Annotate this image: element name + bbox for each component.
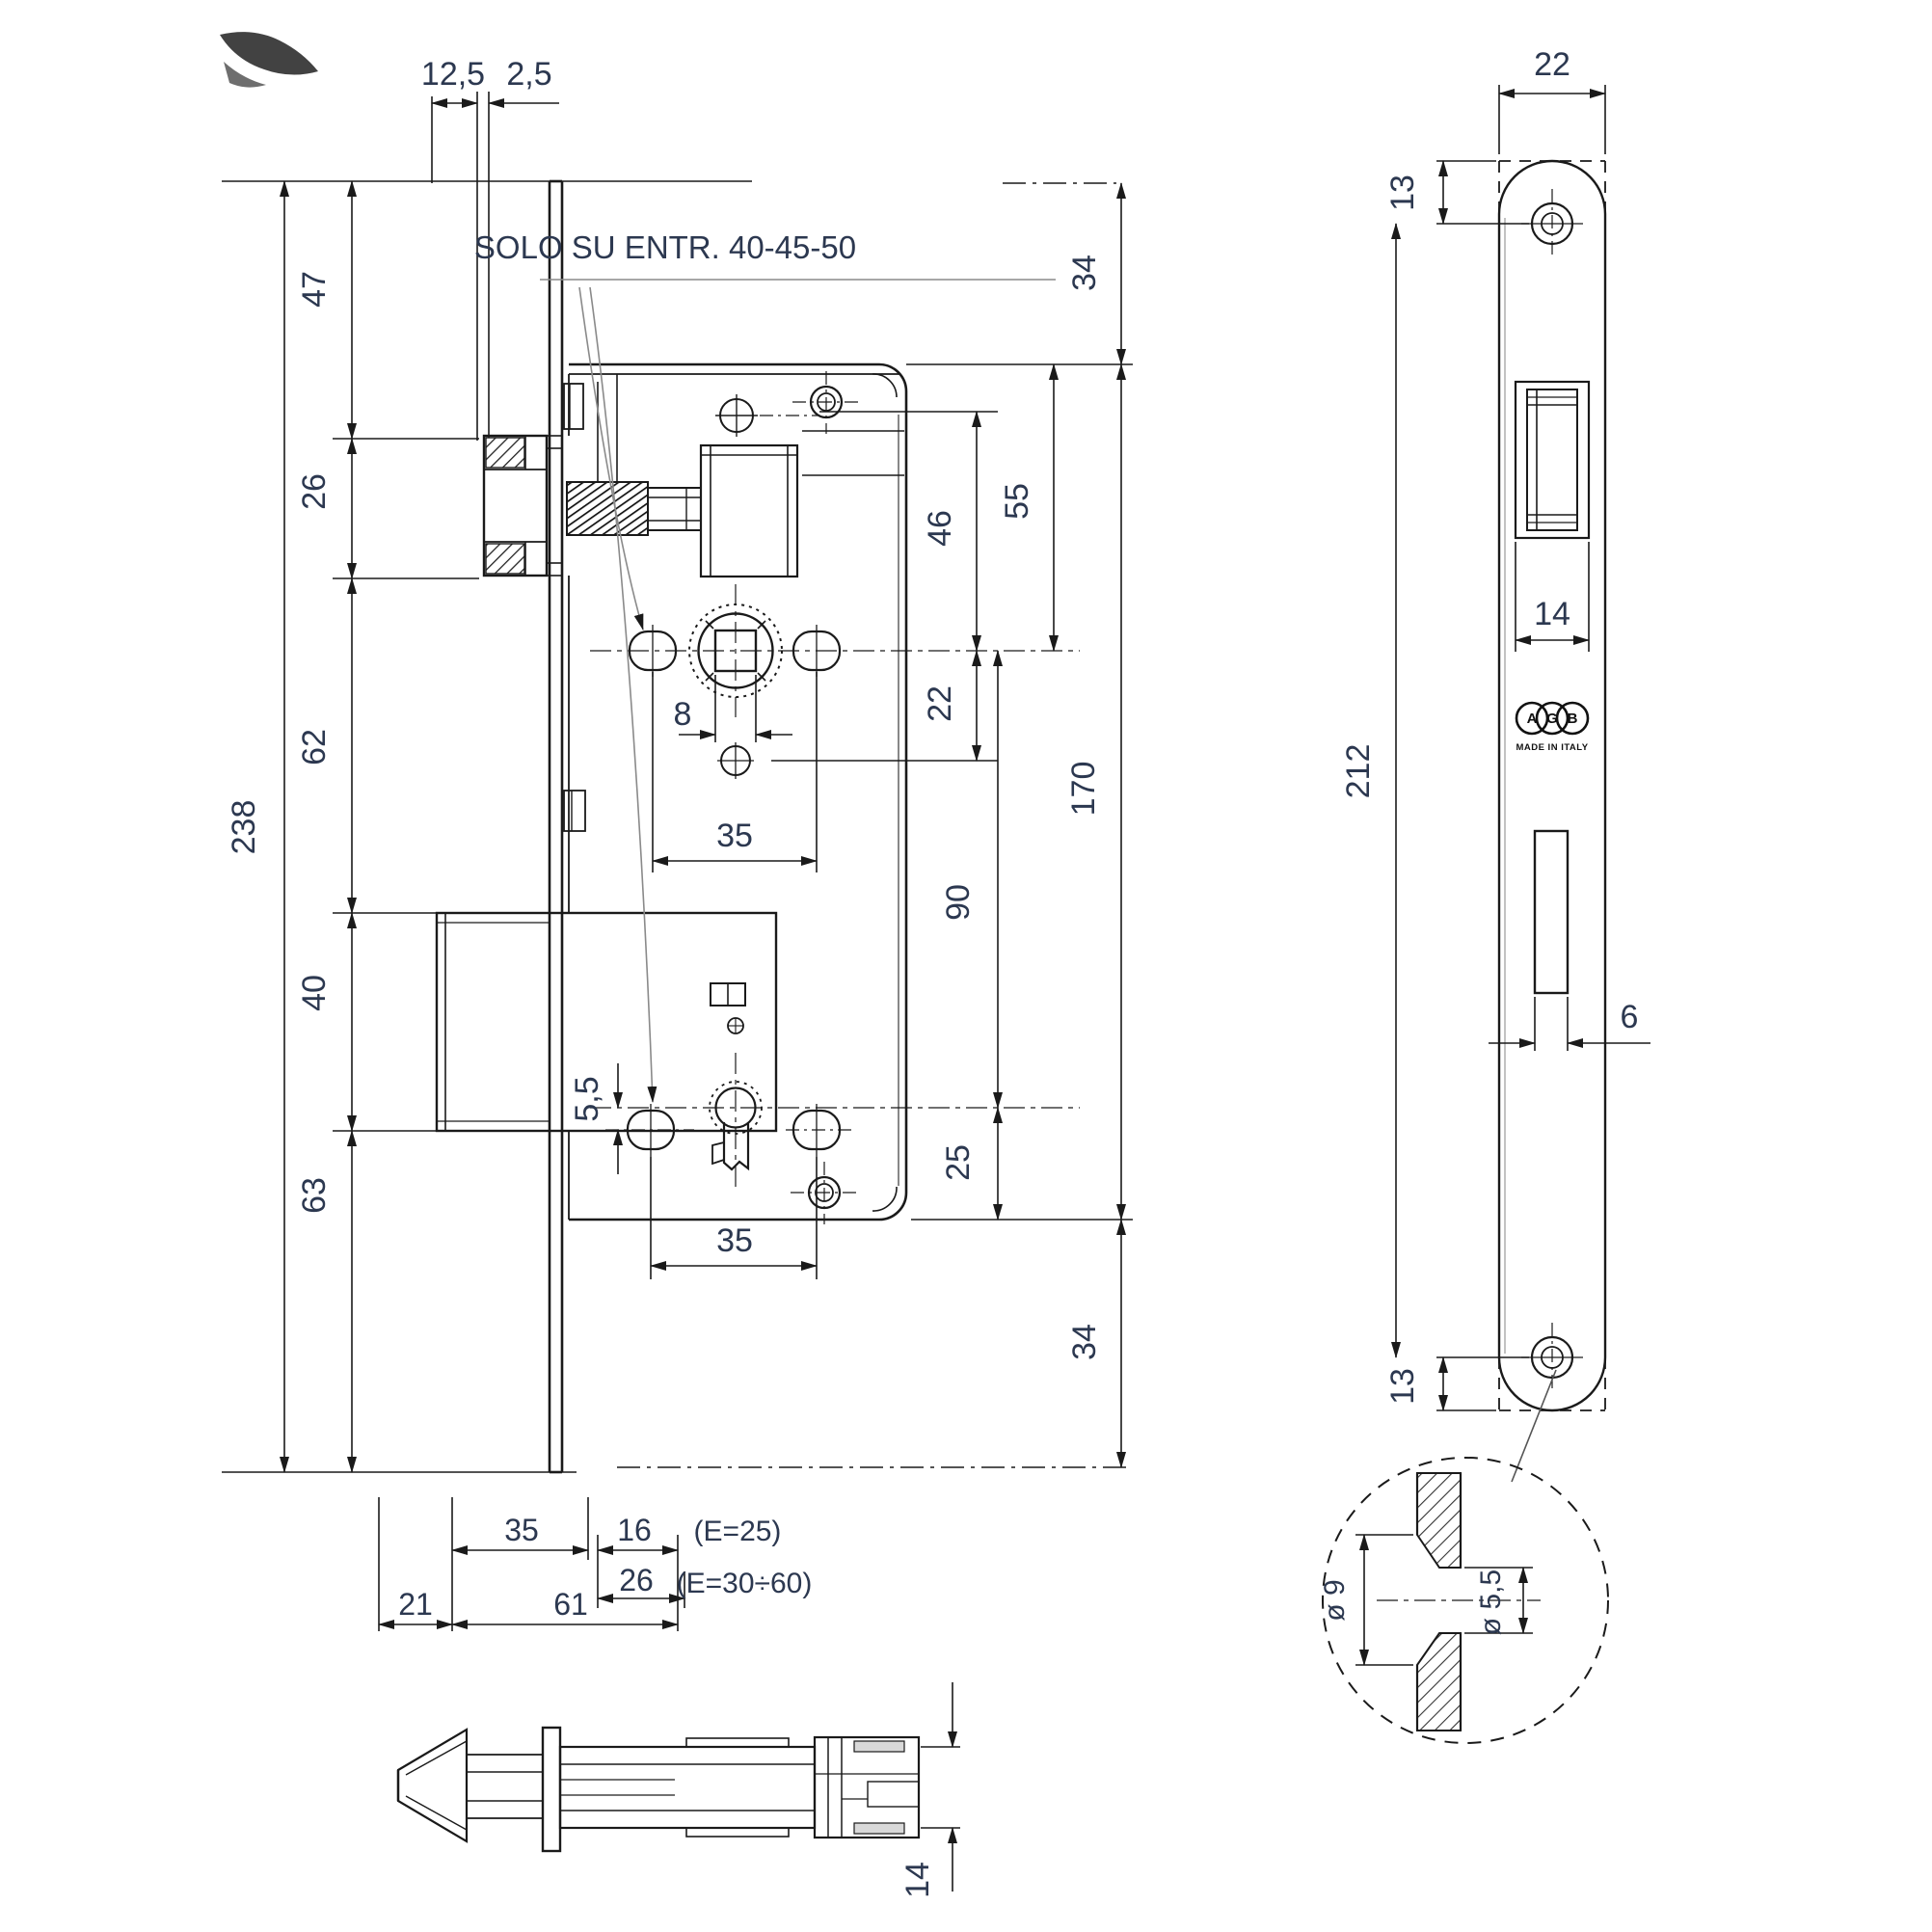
dim-8: 8 — [674, 696, 692, 733]
dim-2-5: 2,5 — [506, 56, 551, 93]
logo-letter-a: A — [1527, 711, 1538, 727]
top-dimensions — [431, 92, 559, 441]
logo-letter-b: B — [1568, 711, 1578, 727]
dim-plate-22: 22 — [1534, 46, 1570, 83]
dim-46: 46 — [922, 510, 958, 547]
dim-25: 25 — [940, 1144, 977, 1181]
dim-35-bottom: 35 — [716, 1222, 753, 1259]
dim-e25: (E=25) — [694, 1516, 782, 1547]
dim-bottom-16: 16 — [617, 1513, 652, 1547]
case-window — [710, 982, 746, 1034]
faceplate-front-view — [1497, 159, 1607, 1412]
case-corner-screws — [791, 371, 860, 1224]
left-dimension-chain — [222, 180, 752, 1473]
dim-55: 55 — [999, 483, 1035, 520]
agb-logo: A G B MADE IN ITALY — [1515, 701, 1590, 753]
side-dim-14 — [921, 1682, 960, 1892]
dim-plate-13-bottom: 13 — [1384, 1368, 1421, 1405]
body-dimensions — [613, 672, 818, 1279]
faceplate-edge-view — [548, 179, 564, 1474]
dim-left-63: 63 — [296, 1177, 333, 1214]
latch-side-view — [396, 1726, 921, 1853]
dim-22: 22 — [922, 685, 958, 722]
dim-plate-212: 212 — [1340, 744, 1377, 799]
dim-bottom-21: 21 — [398, 1587, 433, 1622]
centerlines — [590, 584, 1080, 1188]
dim-34-bottom: 34 — [1066, 1324, 1103, 1360]
right-dimensions — [617, 182, 1133, 1468]
corner-artifact — [220, 32, 318, 88]
dim-5-5: 5,5 — [569, 1076, 605, 1121]
latch-bolt — [482, 434, 563, 577]
dim-bottom-26: 26 — [619, 1563, 654, 1597]
dim-bottom-35: 35 — [504, 1513, 539, 1547]
dim-plate-14: 14 — [1534, 596, 1570, 632]
dim-35-top: 35 — [716, 818, 753, 854]
dim-detail-d5-5: ø 5,5 — [1475, 1570, 1507, 1635]
mounting-hole-top — [715, 394, 818, 437]
dim-left-40: 40 — [296, 975, 333, 1011]
dim-left-26: 26 — [296, 473, 333, 510]
faceplate-dimensions — [1391, 85, 1650, 1411]
title-annotation: SOLO SU ENTR. 40-45-50 — [474, 229, 856, 265]
dim-34-top: 34 — [1066, 255, 1103, 291]
dim-left-47: 47 — [296, 271, 333, 308]
follower-block — [699, 443, 799, 578]
title-leaders — [540, 279, 1056, 1103]
dim-170: 170 — [1065, 762, 1102, 817]
dim-plate-6: 6 — [1621, 999, 1639, 1035]
dim-e30-60: (E=30÷60) — [677, 1568, 813, 1599]
logo-caption: MADE IN ITALY — [1516, 742, 1588, 753]
dim-12-5: 12,5 — [421, 56, 485, 93]
countersink-detail — [1322, 1369, 1609, 1744]
lock-case — [563, 362, 908, 1221]
mounting-hole-mid — [717, 742, 754, 779]
latch-spring — [566, 481, 702, 536]
dim-side-14: 14 — [899, 1862, 936, 1898]
bottom-dimensions — [378, 1497, 685, 1631]
dim-plate-13-top: 13 — [1384, 174, 1421, 211]
logo-letter-g: G — [1546, 711, 1558, 727]
dim-left-62: 62 — [296, 729, 333, 765]
dim-bottom-61: 61 — [553, 1587, 588, 1622]
dim-left-238: 238 — [226, 800, 262, 855]
dim-detail-d9: ø 9 — [1319, 1579, 1351, 1621]
dim-90: 90 — [940, 884, 977, 921]
deadbolt — [435, 911, 778, 1133]
